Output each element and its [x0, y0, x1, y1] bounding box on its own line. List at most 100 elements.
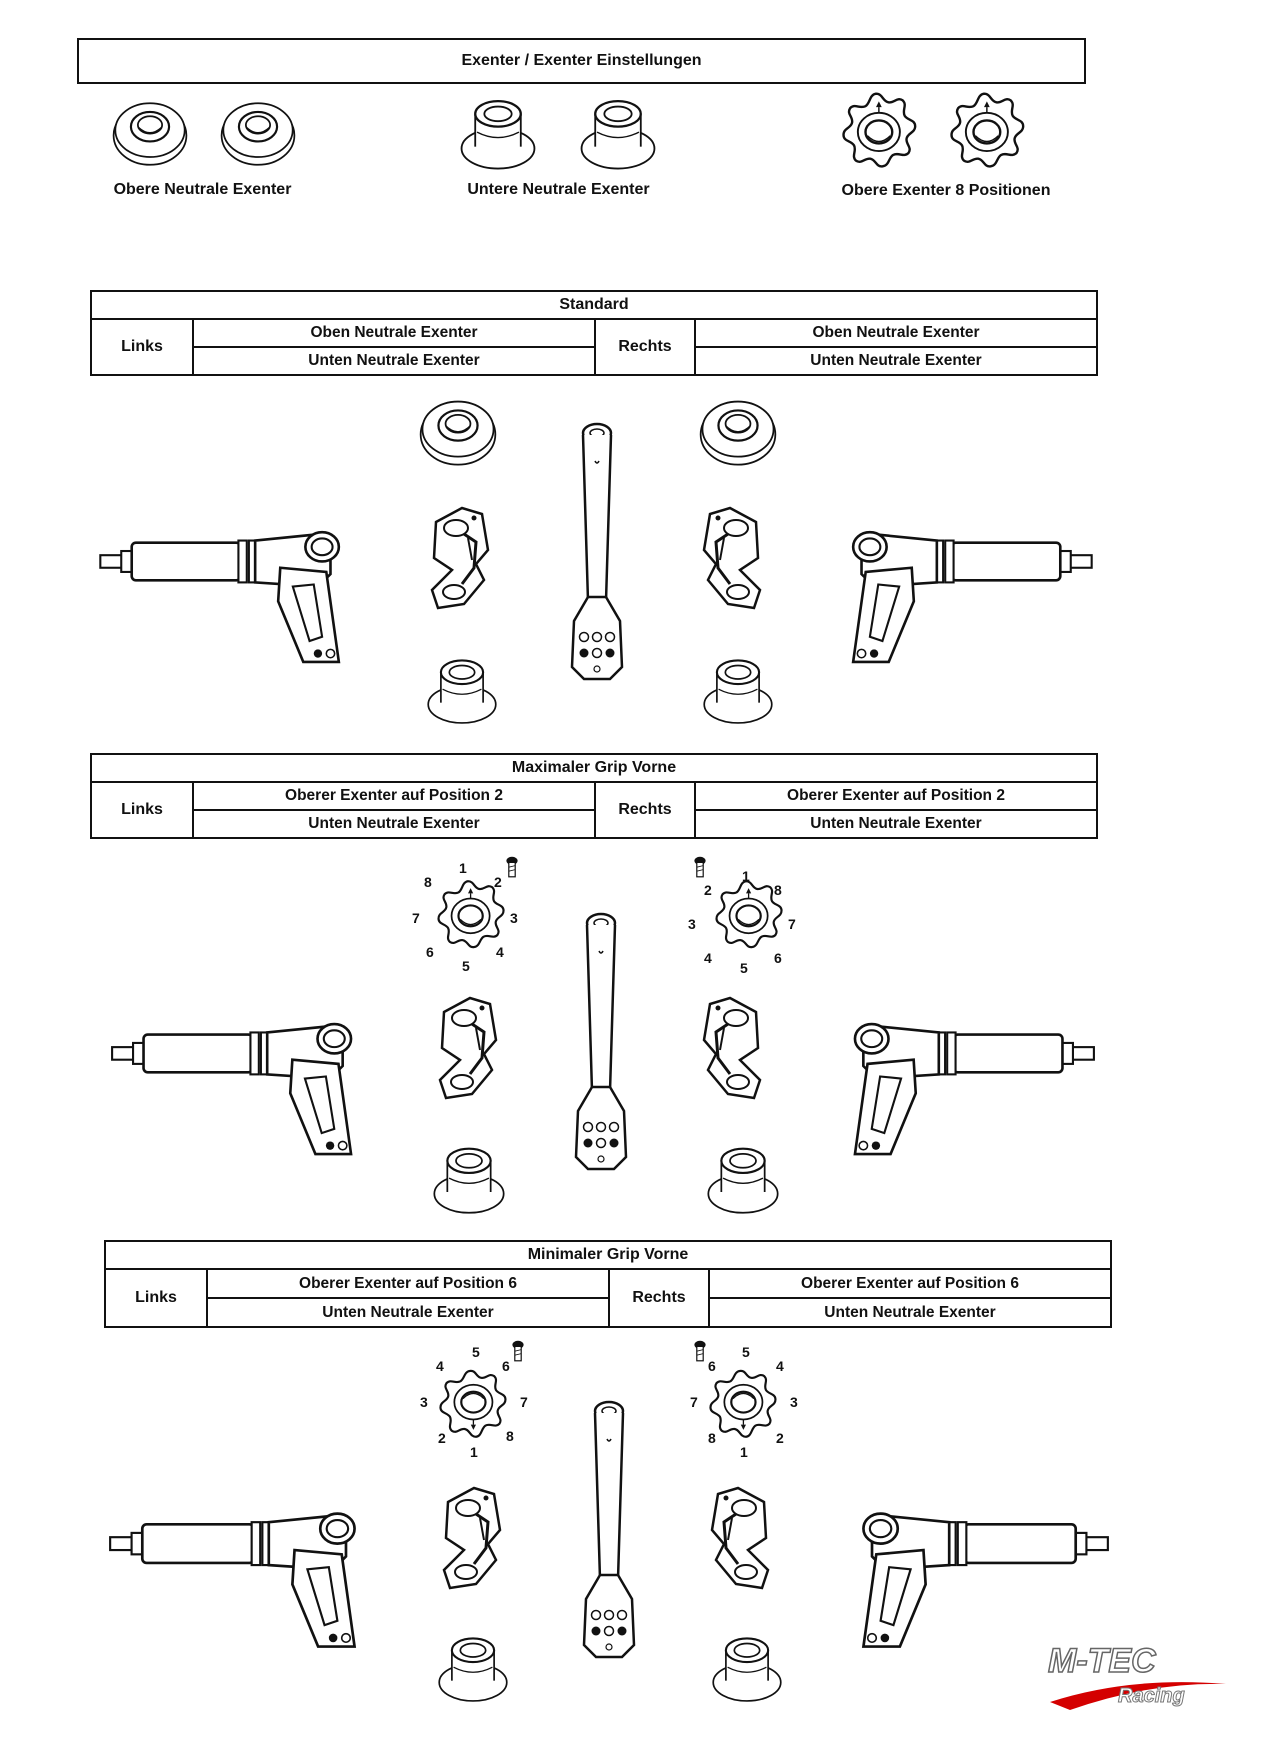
left-lower-setting: Unten Neutrale Exenter [308, 352, 480, 369]
dial-number-5: 5 [462, 958, 470, 974]
lower-neutral-eccentric-right-icon [696, 652, 780, 728]
dial-number-6: 6 [426, 944, 434, 960]
right-upper-setting: Oberer Exenter auf Position 2 [696, 783, 1096, 811]
max-grip-table: Maximaler Grip Vorne Links Oberer Exente… [90, 753, 1098, 839]
right-dial-position-2: 1 2 3 4 5 6 7 8 [684, 856, 808, 976]
dial-number-2: 2 [704, 882, 712, 898]
max-grip-title: Maximaler Grip Vorne [92, 755, 1096, 783]
dial-number-8: 8 [424, 874, 432, 890]
lower-neutral-eccentric-right-icon [704, 1630, 790, 1706]
logo-brand: M-TEC [1048, 1642, 1156, 1680]
right-upper-setting: Oben Neutrale Exenter [696, 320, 1096, 348]
kingpin-clamp-left-icon [424, 504, 494, 614]
right-side-label: Rechts [596, 783, 696, 837]
lower-neutral-eccentric-right-icon [700, 1140, 786, 1218]
dial-number-6: 6 [502, 1358, 510, 1374]
dial-number-7: 7 [520, 1394, 528, 1410]
right-side-label: Rechts [596, 320, 696, 374]
kingpin-clamp-right-icon [698, 504, 768, 614]
upper-neutral-eccentric-label: Obere Neutrale Exenter [113, 181, 292, 198]
dial-number-1: 1 [740, 1444, 748, 1460]
left-lower-setting: Unten Neutrale Exenter [322, 1303, 494, 1321]
right-lower-setting: Unten Neutrale Exenter [810, 815, 982, 832]
kingpin-clamp-left-icon [432, 994, 502, 1104]
dial-number-7: 7 [788, 916, 796, 932]
upper-8-position-eccentric-icon [830, 88, 922, 174]
dial-number-2: 2 [776, 1430, 784, 1446]
dial-number-8: 8 [774, 882, 782, 898]
left-upper-setting: Oberer Exenter auf Position 2 [194, 783, 594, 811]
dial-number-6: 6 [774, 950, 782, 966]
upper-neutral-eccentric-right-icon [692, 390, 784, 470]
dial-number-3: 3 [790, 1394, 798, 1410]
left-lower-setting: Unten Neutrale Exenter [308, 815, 480, 832]
lower-neutral-eccentric-label: Untere Neutrale Exenter [467, 181, 650, 198]
dial-number-3: 3 [510, 910, 518, 926]
dial-number-1: 1 [470, 1444, 478, 1460]
right-stub-axle-icon [832, 528, 1094, 664]
page-title: Exenter / Exenter Einstellungen [77, 38, 1086, 84]
dial-number-1: 1 [459, 860, 467, 876]
upper-8-position-eccentric-icon [938, 88, 1030, 174]
lower-neutral-eccentric-left-icon [420, 652, 504, 728]
right-side-label: Rechts [610, 1270, 710, 1326]
left-stub-axle-icon [110, 1012, 372, 1164]
dial-number-5: 5 [472, 1344, 480, 1360]
dial-number-7: 7 [412, 910, 420, 926]
left-side-label: Links [92, 783, 194, 837]
right-lower-setting: Unten Neutrale Exenter [824, 1303, 996, 1321]
steering-column-icon [574, 1388, 644, 1670]
kingpin-clamp-right-icon [706, 1484, 776, 1594]
screw-icon [510, 1340, 526, 1364]
dial-number-4: 4 [704, 950, 712, 966]
upper-neutral-eccentric-icon [212, 92, 304, 170]
right-dial-position-6: 5 6 4 7 3 8 2 1 [684, 1340, 808, 1462]
left-dial-position-6: 5 4 6 3 7 2 8 1 [414, 1340, 538, 1462]
lower-neutral-eccentric-left-icon [430, 1630, 516, 1706]
right-upper-setting: Oberer Exenter auf Position 6 [710, 1270, 1110, 1299]
dial-number-2: 2 [494, 874, 502, 890]
left-side-label: Links [92, 320, 194, 374]
steering-column-icon [562, 410, 632, 692]
upper-neutral-eccentric-icon [104, 92, 196, 170]
steering-column-icon [566, 900, 636, 1182]
min-grip-table: Minimaler Grip Vorne Links Oberer Exente… [104, 1240, 1112, 1328]
dial-number-8: 8 [708, 1430, 716, 1446]
lower-neutral-eccentric-icon [572, 92, 664, 174]
dial-number-4: 4 [496, 944, 504, 960]
dial-number-6: 6 [708, 1358, 716, 1374]
dial-number-2: 2 [438, 1430, 446, 1446]
screw-icon [692, 856, 708, 880]
page-title-text: Exenter / Exenter Einstellungen [461, 52, 702, 69]
kingpin-clamp-right-icon [698, 994, 768, 1104]
left-dial-position-2: 1 2 3 4 5 6 7 8 [406, 856, 530, 974]
eight-position-eccentric-icon [706, 1364, 786, 1442]
upper-neutral-eccentric-left-icon [412, 390, 504, 470]
dial-number-3: 3 [420, 1394, 428, 1410]
min-grip-title: Minimaler Grip Vorne [106, 1242, 1110, 1270]
lower-neutral-eccentric-left-icon [426, 1140, 512, 1218]
eight-position-eccentric-icon [436, 1364, 516, 1442]
standard-table: Standard Links Oben Neutrale Exenter Unt… [90, 290, 1098, 376]
dial-number-3: 3 [688, 916, 696, 932]
dial-number-8: 8 [506, 1428, 514, 1444]
kingpin-clamp-left-icon [436, 1484, 506, 1594]
standard-title: Standard [92, 292, 1096, 320]
left-stub-axle-icon [108, 1500, 376, 1658]
lower-neutral-eccentric-icon [452, 92, 544, 174]
left-side-label: Links [106, 1270, 208, 1326]
m-tec-racing-logo: M-TEC Racing [1040, 1640, 1236, 1714]
upper-8-position-eccentric-label: Obere Exenter 8 Positionen [841, 182, 1051, 199]
dial-number-4: 4 [436, 1358, 444, 1374]
right-stub-axle-icon [834, 1012, 1096, 1164]
logo-sub: Racing [1118, 1685, 1185, 1707]
dial-number-7: 7 [690, 1394, 698, 1410]
left-stub-axle-icon [98, 528, 360, 664]
dial-number-5: 5 [742, 1344, 750, 1360]
screw-icon [504, 856, 520, 880]
left-upper-setting: Oben Neutrale Exenter [194, 320, 594, 348]
left-upper-setting: Oberer Exenter auf Position 6 [208, 1270, 608, 1299]
right-lower-setting: Unten Neutrale Exenter [810, 352, 982, 369]
dial-number-1: 1 [742, 868, 750, 884]
dial-number-4: 4 [776, 1358, 784, 1374]
